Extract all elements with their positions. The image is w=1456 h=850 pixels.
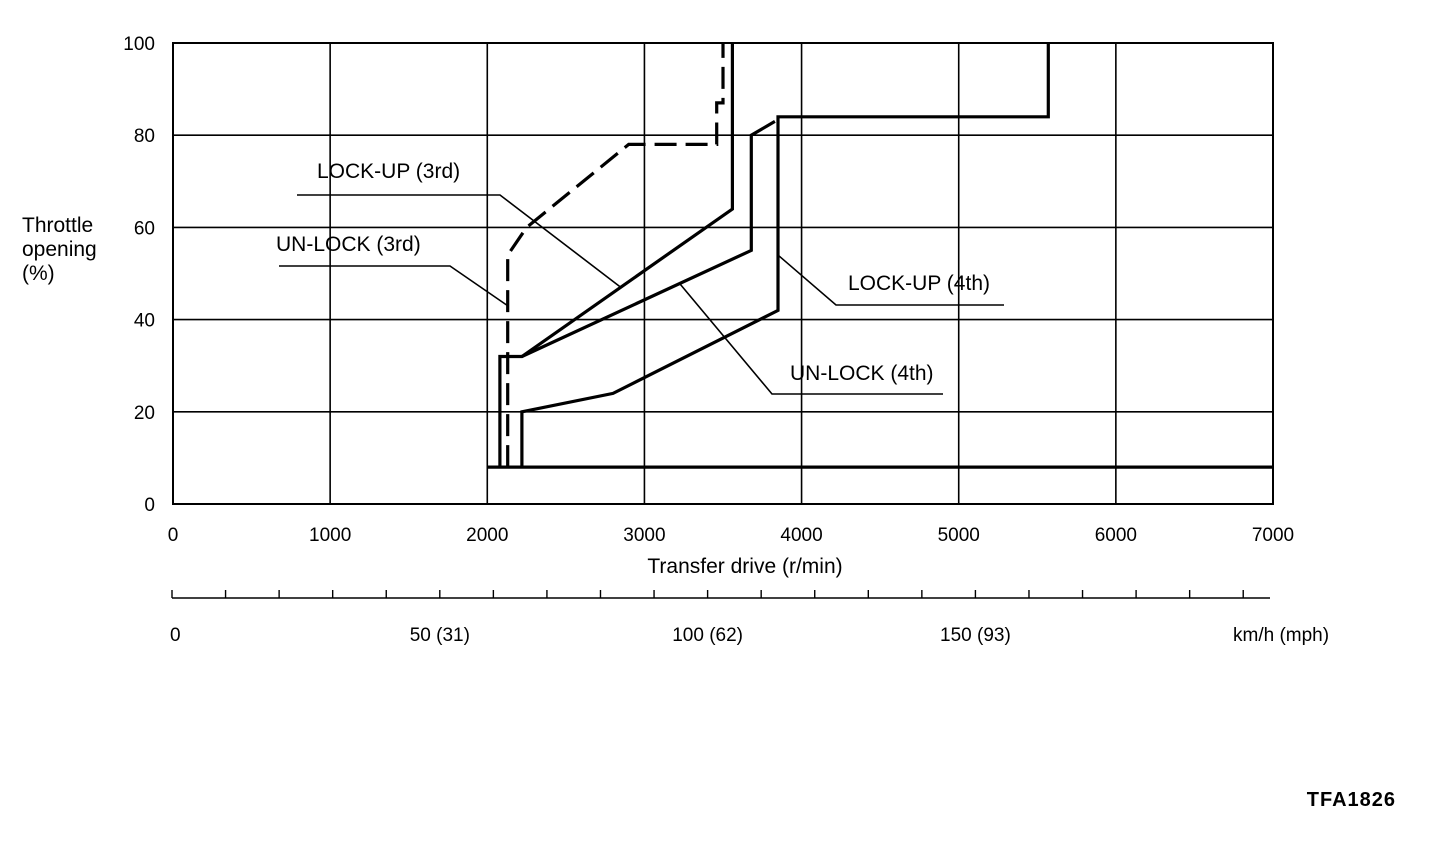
y-tick-label: 40 <box>134 311 155 332</box>
annotation-leader <box>678 282 943 395</box>
secondary-axis-label: 100 (62) <box>672 625 743 646</box>
y-tick-label: 80 <box>134 126 155 147</box>
x-tick-label: 7000 <box>1252 525 1294 546</box>
curves <box>487 43 1273 469</box>
annotation-leader <box>777 254 1004 306</box>
x-tick-label: 2000 <box>466 525 508 546</box>
series-line <box>521 120 776 358</box>
annotation-leader <box>279 265 509 307</box>
y-tick-label: 60 <box>134 218 155 239</box>
y-axis-title-line-2: opening <box>22 238 97 261</box>
x-tick-label: 3000 <box>623 525 665 546</box>
x-tick-label: 5000 <box>938 525 980 546</box>
y-tick-label: 20 <box>134 403 155 424</box>
curve-annotation: LOCK-UP (4th) <box>848 272 990 295</box>
annotation-leaders <box>279 194 1004 395</box>
x-tick-label: 1000 <box>309 525 351 546</box>
figure-id: TFA1826 <box>1307 789 1396 811</box>
annotation-leader <box>297 194 622 288</box>
secondary-axis-label: 150 (93) <box>940 625 1011 646</box>
grid <box>171 42 1274 599</box>
series-line <box>506 43 725 468</box>
series-line <box>498 43 734 468</box>
x-tick-label: 4000 <box>780 525 822 546</box>
curve-annotation: LOCK-UP (3rd) <box>317 160 460 183</box>
x-axis-title: Transfer drive (r/min) <box>647 555 842 578</box>
secondary-axis-unit: km/h (mph) <box>1233 625 1329 646</box>
plot-frame <box>172 42 1274 505</box>
series-line <box>520 43 1050 468</box>
x-tick-label: 0 <box>168 525 179 546</box>
y-tick-label: 0 <box>144 495 155 516</box>
x-tick-label: 6000 <box>1095 525 1137 546</box>
y-tick-label: 100 <box>123 34 155 55</box>
curve-annotation: UN-LOCK (3rd) <box>276 233 421 256</box>
secondary-axis-label: 0 <box>170 625 181 646</box>
curve-annotation: UN-LOCK (4th) <box>790 362 934 385</box>
y-axis-title-line-3: (%) <box>22 262 55 285</box>
secondary-axis-label: 50 (31) <box>410 625 470 646</box>
y-axis-title-line-1: Throttle <box>22 214 93 237</box>
